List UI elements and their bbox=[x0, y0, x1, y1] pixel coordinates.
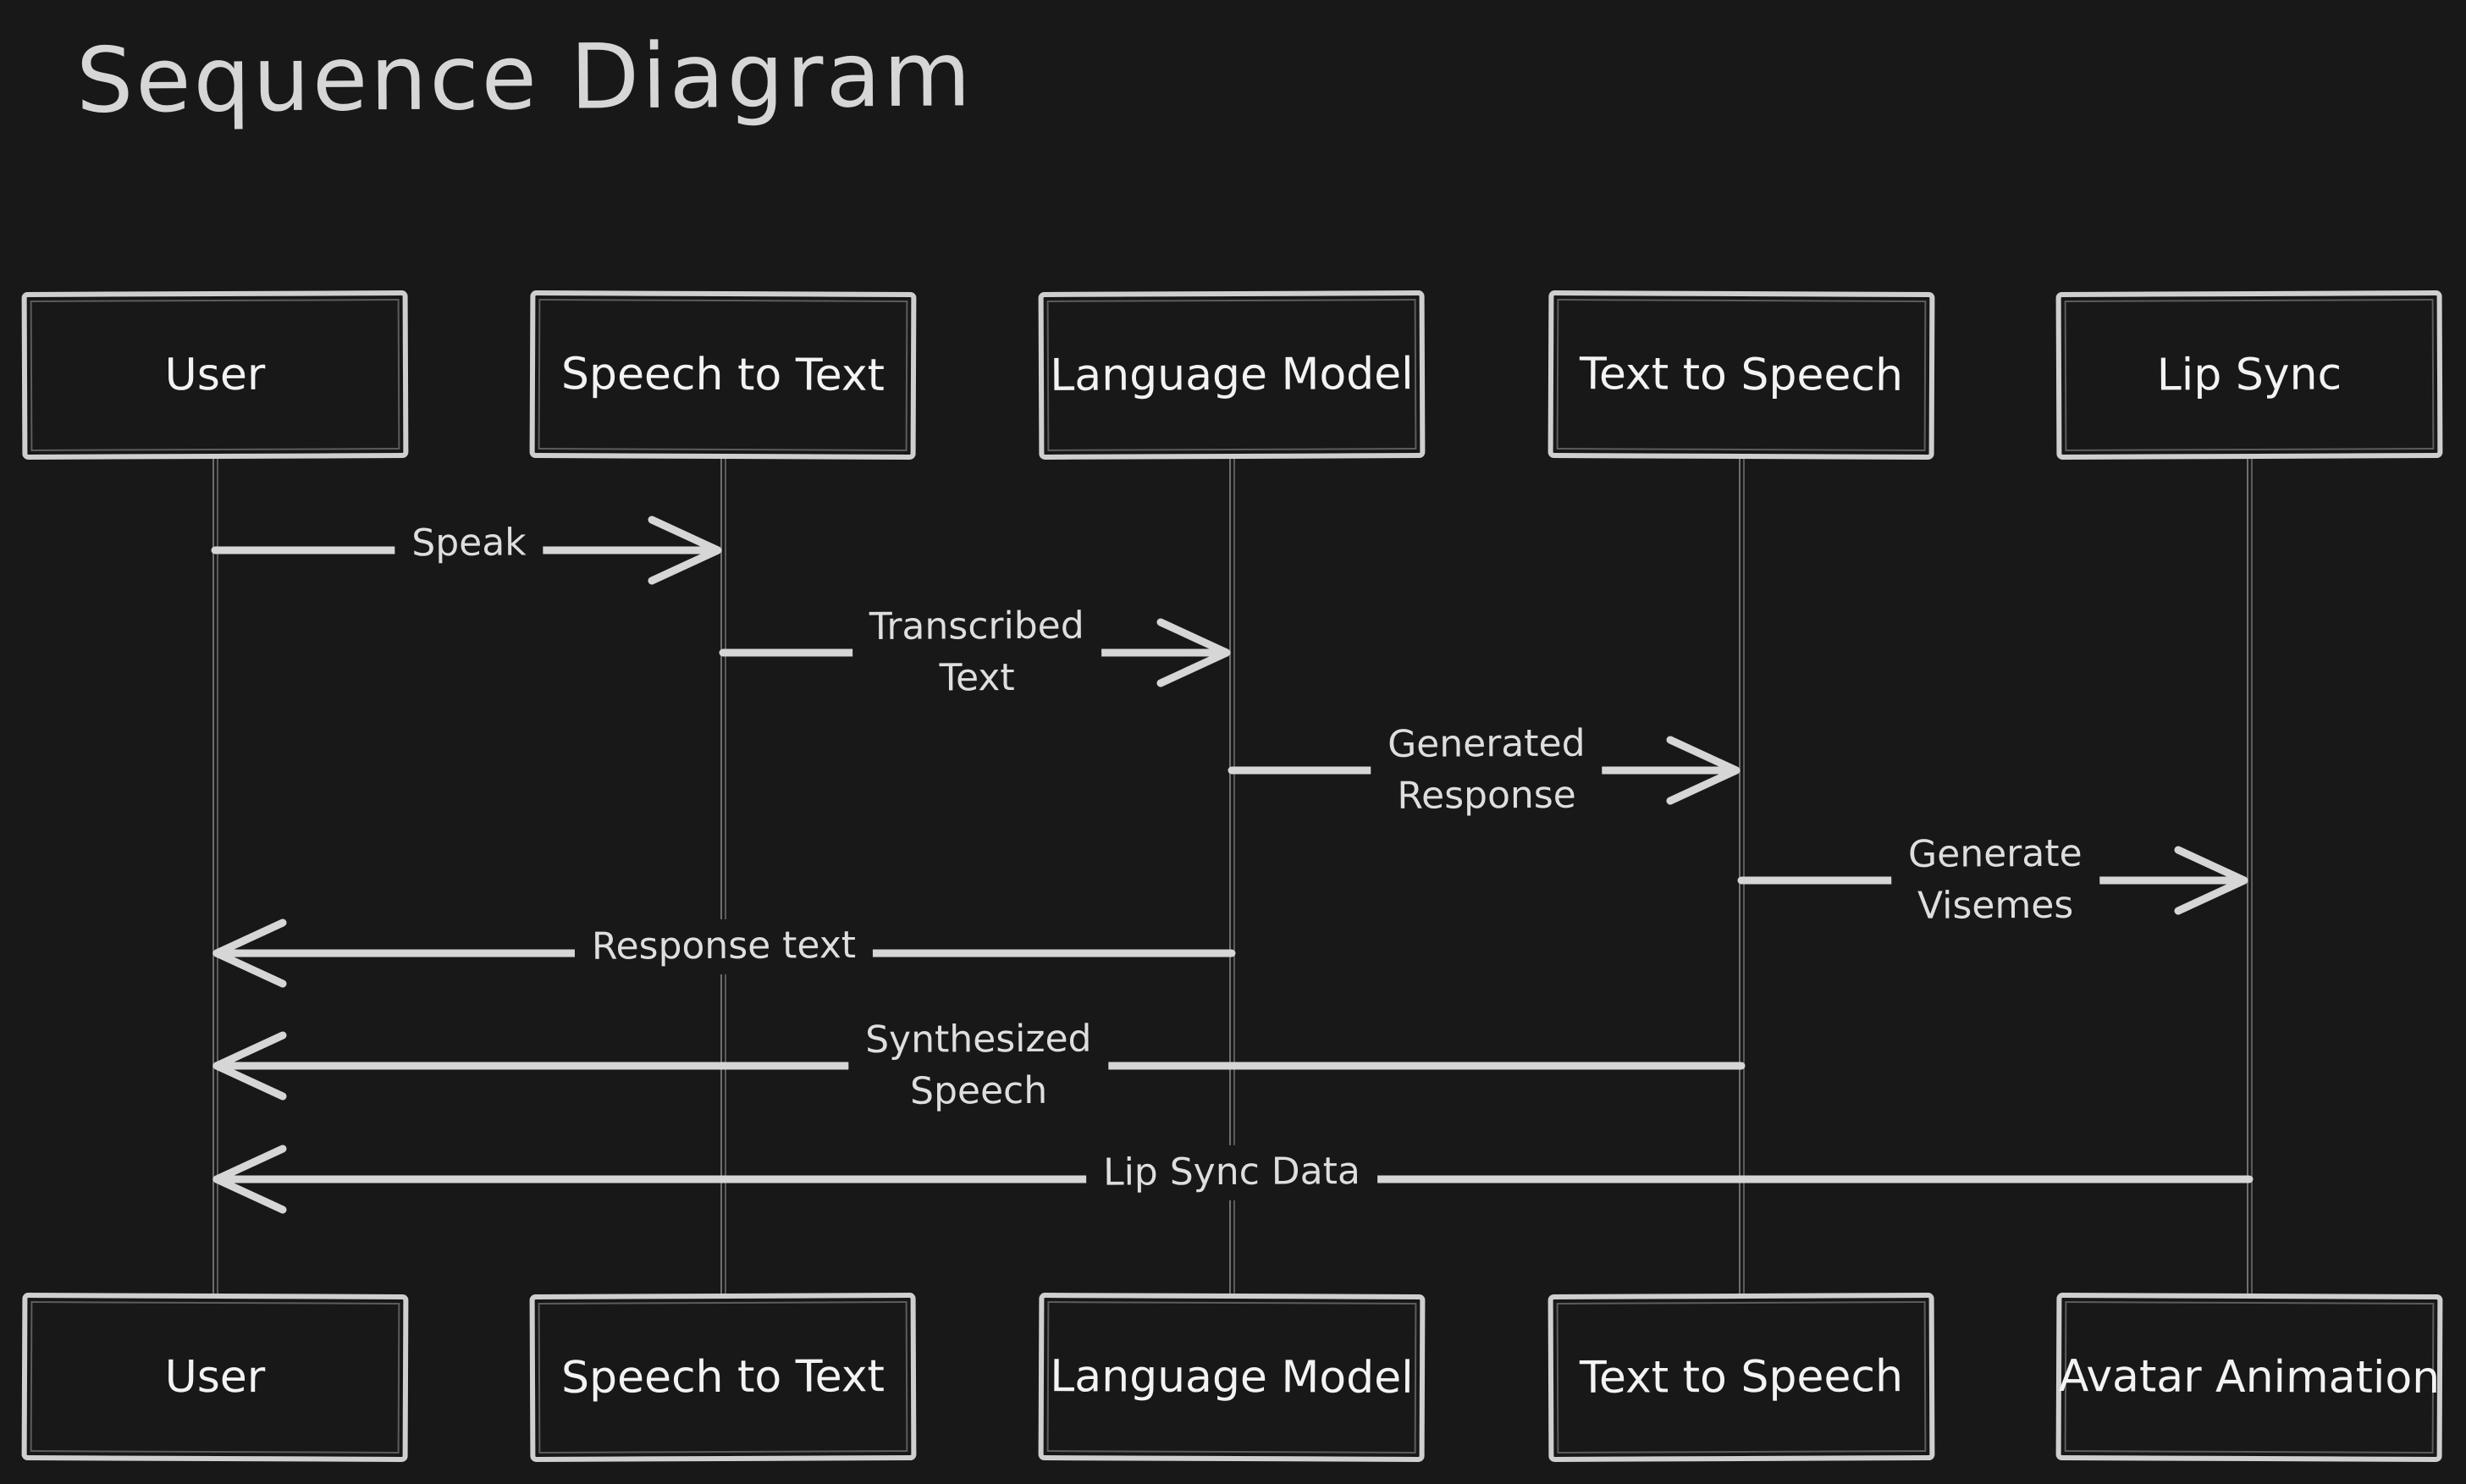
message-label-speak: Speak bbox=[394, 516, 543, 572]
actor-box-speech-to-text-top: Speech to Text bbox=[529, 290, 917, 460]
actor-box-user-top: User bbox=[21, 290, 409, 460]
lifeline-lip-sync bbox=[2247, 459, 2253, 1295]
actor-box-text-to-speech-top: Text to Speech bbox=[1547, 290, 1935, 460]
message-label-lip-sync-data: Lip Sync Data bbox=[1085, 1144, 1378, 1201]
actor-box-text-to-speech-bottom: Text to Speech bbox=[1547, 1293, 1935, 1462]
actor-box-lip-sync-top: Lip Sync bbox=[2055, 290, 2443, 460]
lifeline-user bbox=[212, 459, 218, 1295]
message-label-transcribed-text: Transcribed Text bbox=[852, 599, 1102, 707]
message-label-generate-visemes: Generate Visemes bbox=[1890, 826, 2100, 935]
actor-box-avatar-animation-bottom: Avatar Animation bbox=[2055, 1293, 2443, 1462]
lifeline-speech-to-text bbox=[720, 459, 726, 1295]
actor-box-language-model-bottom: Language Model bbox=[1038, 1293, 1426, 1462]
lifeline-language-model bbox=[1229, 459, 1235, 1295]
actor-box-speech-to-text-bottom: Speech to Text bbox=[529, 1293, 917, 1462]
actor-box-language-model-top: Language Model bbox=[1038, 290, 1426, 460]
message-label-generated-response: Generated Response bbox=[1370, 716, 1603, 825]
diagram-title: Sequence Diagram bbox=[75, 22, 974, 133]
message-label-response-text: Response text bbox=[574, 918, 874, 975]
actor-box-user-bottom: User bbox=[21, 1293, 409, 1462]
message-label-synthesized-speech: Synthesized Speech bbox=[848, 1012, 1109, 1120]
